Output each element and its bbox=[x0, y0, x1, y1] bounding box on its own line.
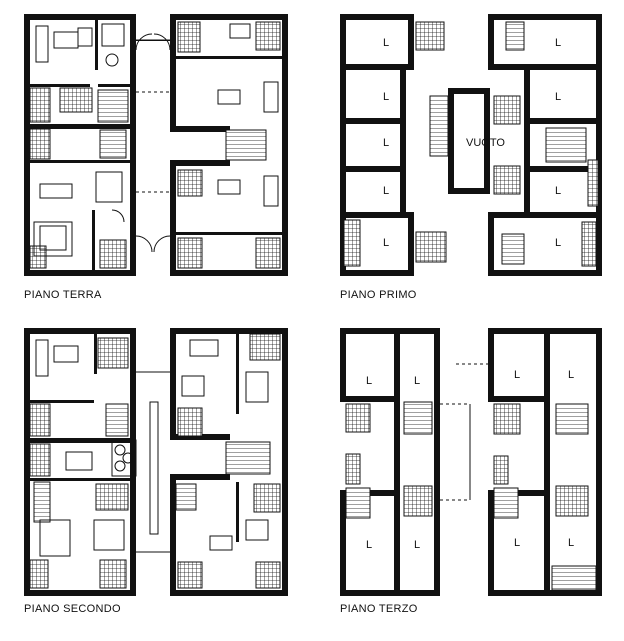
plan-title-terzo: PIANO TERZO bbox=[340, 603, 418, 615]
plan-piano-primo: VUOTO L L L L L L L L L PIANO PRIMO bbox=[340, 14, 602, 301]
room-tag-l: L bbox=[383, 91, 389, 103]
room-tag-l: L bbox=[414, 375, 420, 387]
room-tag-l: L bbox=[514, 537, 520, 549]
plan-title-terra: PIANO TERRA bbox=[24, 289, 102, 301]
room-tag-l: L bbox=[366, 539, 372, 551]
room-tag-l: L bbox=[366, 375, 372, 387]
room-tag-l: L bbox=[514, 369, 520, 381]
room-tag-l: L bbox=[568, 537, 574, 549]
room-tag-l: L bbox=[568, 369, 574, 381]
room-tag-l: L bbox=[555, 37, 561, 49]
room-tag-l: L bbox=[383, 137, 389, 149]
room-tag-l: L bbox=[555, 91, 561, 103]
plan-piano-terzo: L L L L L L L L PIANO TERZO bbox=[340, 328, 602, 615]
plan-piano-terra: PIANO TERRA bbox=[24, 14, 288, 301]
room-tag-l: L bbox=[555, 237, 561, 249]
room-tag-l: L bbox=[555, 185, 561, 197]
room-tag-l: L bbox=[383, 37, 389, 49]
plan-title-primo: PIANO PRIMO bbox=[340, 289, 417, 301]
room-tag-l: L bbox=[383, 237, 389, 249]
plan-piano-secondo: PIANO SECONDO bbox=[24, 328, 288, 615]
room-tag-l: L bbox=[383, 185, 389, 197]
room-tag-l: L bbox=[414, 539, 420, 551]
plan-title-secondo: PIANO SECONDO bbox=[24, 603, 121, 615]
void-label: VUOTO bbox=[466, 137, 505, 149]
